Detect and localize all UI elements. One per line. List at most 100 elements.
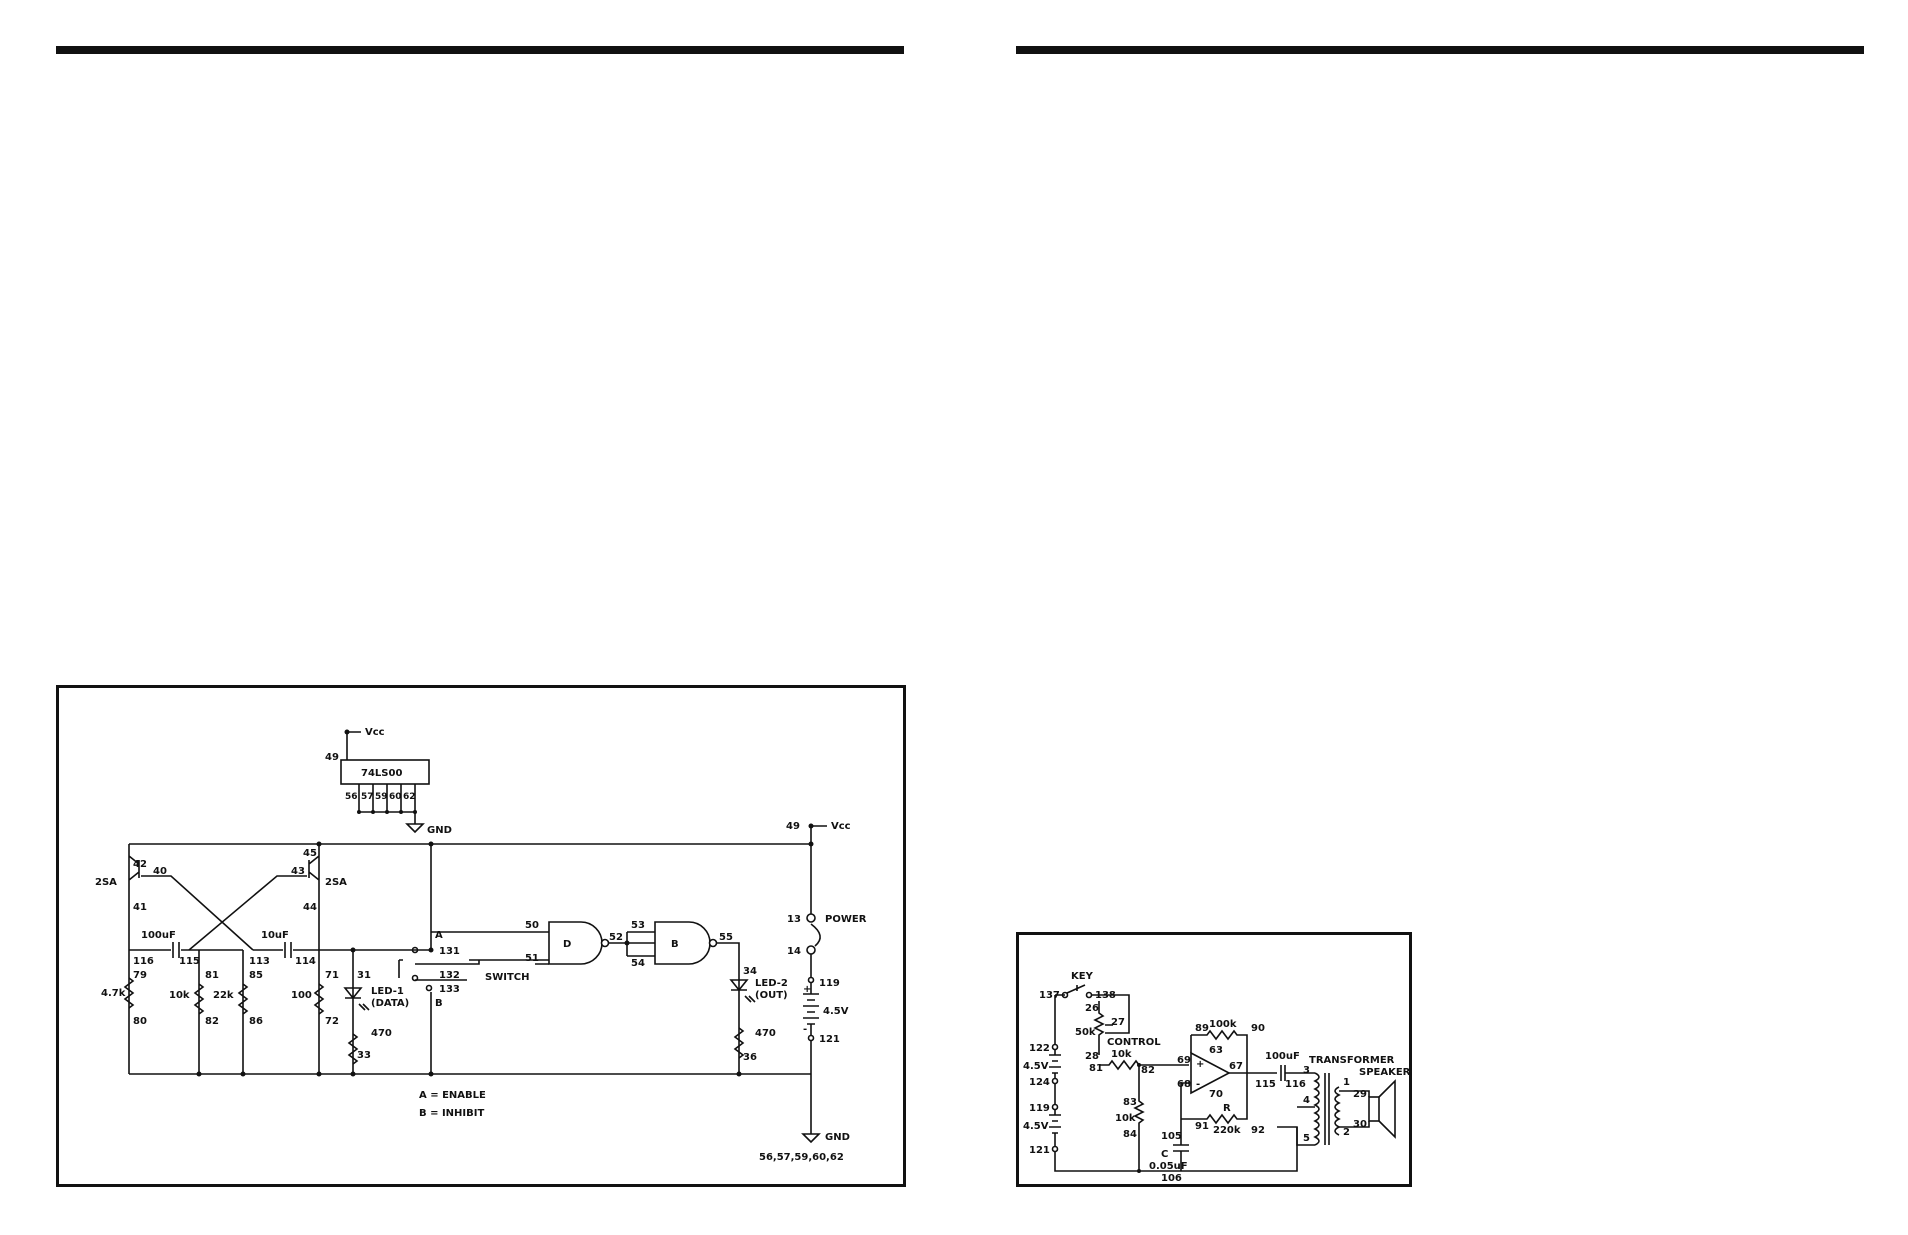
svg-text:57: 57 [361,792,374,802]
svg-text:133: 133 [439,984,460,995]
svg-text:10k: 10k [1111,1049,1132,1060]
svg-text:LED-1: LED-1 [371,986,404,997]
right-page-top-rule [1016,46,1864,54]
svg-text:TRANSFORMER: TRANSFORMER [1309,1055,1395,1066]
svg-text:131: 131 [439,946,460,957]
svg-text:B: B [435,998,443,1009]
svg-text:0.05uF: 0.05uF [1149,1161,1188,1172]
svg-text:(OUT): (OUT) [755,990,788,1001]
svg-text:92: 92 [1251,1125,1265,1136]
switch: 131 A 132 SWITCH 133 B [398,844,561,1077]
svg-text:71: 71 [325,970,339,981]
svg-text:34: 34 [743,966,757,977]
svg-text:(DATA): (DATA) [371,998,409,1009]
svg-text:KEY: KEY [1071,971,1094,982]
svg-text:115: 115 [1255,1079,1276,1090]
flip-flop-schematic: Vcc 49 74LS00 56 57 59 60 62 GND 49 Vcc … [95,727,867,1163]
svg-text:33: 33 [357,1050,371,1061]
nand-gate-b: B 53 54 55 [631,920,740,1074]
svg-text:100uF: 100uF [141,930,176,941]
svg-text:+: + [803,984,811,995]
capacitor-c: 105 C 0.05uF 106 [1149,1119,1189,1184]
flip-flop-schematic-frame: Vcc 49 74LS00 56 57 59 60 62 GND 49 Vcc … [56,685,906,1187]
power-switch: 13 POWER 14 [787,844,867,957]
svg-text:52: 52 [609,932,623,943]
svg-text:100k: 100k [1209,1019,1237,1030]
svg-text:56: 56 [345,792,358,802]
svg-text:124: 124 [1029,1077,1050,1088]
svg-text:100: 100 [291,990,312,1001]
transformer: TRANSFORMER 3 4 5 1 2 [1296,1055,1395,1146]
svg-text:-: - [1196,1079,1200,1090]
svg-text:+: + [1196,1059,1204,1070]
svg-text:122: 122 [1029,1043,1050,1054]
svg-text:4: 4 [1303,1095,1310,1106]
svg-text:26: 26 [1085,1003,1099,1014]
svg-text:44: 44 [303,902,317,913]
led-2: 34 LED-2 (OUT) 470 36 [729,966,788,1077]
svg-text:SWITCH: SWITCH [485,972,529,983]
svg-text:115: 115 [179,956,200,967]
svg-text:72: 72 [325,1016,339,1027]
op-amp: + - 69 68 63 67 70 [1177,1035,1247,1119]
svg-text:220k: 220k [1213,1125,1241,1136]
svg-text:84: 84 [1123,1129,1137,1140]
svg-text:55: 55 [719,932,733,943]
svg-text:106: 106 [1161,1173,1182,1184]
legend-inhibit: B = INHIBIT [419,1108,484,1119]
svg-text:113: 113 [249,956,270,967]
resistor-22k: 85 22k 86 [213,950,263,1077]
nand-gate-d: D 50 51 52 [431,920,655,965]
svg-text:60: 60 [389,792,402,802]
svg-text:83: 83 [1123,1097,1137,1108]
svg-text:10k: 10k [1115,1113,1136,1124]
svg-text:14: 14 [787,946,801,957]
resistor-4-7k: 79 4.7k 80 [101,970,147,1027]
ground-pins-label: 56,57,59,60,62 [759,1152,844,1163]
ic-74ls00: Vcc 49 74LS00 56 57 59 60 62 GND [325,727,452,836]
svg-text:43: 43 [291,866,305,877]
svg-text:31: 31 [357,970,371,981]
svg-text:89: 89 [1195,1023,1209,1034]
cap-10uf [284,942,292,958]
svg-text:81: 81 [205,970,219,981]
resistor-220k: R 91 220k 92 [1181,1073,1265,1136]
svg-text:116: 116 [133,956,154,967]
svg-text:59: 59 [375,792,388,802]
svg-text:22k: 22k [213,990,234,1001]
ic-vcc-label: Vcc [365,727,385,738]
svg-text:45: 45 [303,848,317,859]
led-1: 31 LED-1 (DATA) 470 33 [343,947,409,1077]
battery-stack: 122 4.5V 124 119 4.5V 121 [1023,994,1298,1172]
cap-100uf [172,942,180,958]
ic-name: 74LS00 [361,768,402,779]
svg-text:470: 470 [755,1028,776,1039]
svg-text:4.5V: 4.5V [1023,1121,1049,1132]
resistor-10k-ground: 83 10k 84 [1115,1065,1145,1173]
svg-text:10uF: 10uF [261,930,289,941]
legend-enable: A = ENABLE [419,1090,486,1101]
potentiometer: 26 27 50k CONTROL 28 [1075,1001,1161,1062]
svg-text:Vcc: Vcc [831,821,851,832]
svg-text:80: 80 [133,1016,147,1027]
svg-text:30: 30 [1353,1119,1367,1130]
svg-text:B: B [671,939,679,950]
cross-coupling [141,875,307,951]
svg-text:79: 79 [133,970,147,981]
svg-text:GND: GND [825,1132,850,1143]
svg-text:68: 68 [1177,1079,1191,1090]
svg-text:D: D [563,939,571,950]
svg-text:-: - [803,1024,807,1035]
transistor-left: 42 2SA 40 41 [95,844,167,1074]
svg-text:114: 114 [295,956,316,967]
svg-text:82: 82 [205,1016,219,1027]
svg-text:A: A [435,930,443,941]
left-page-top-rule [56,46,904,54]
svg-text:119: 119 [819,978,840,989]
resistor-100k: 100k 89 90 [1191,1019,1265,1073]
svg-text:41: 41 [133,902,147,913]
svg-text:100uF: 100uF [1265,1051,1300,1062]
svg-text:4.5V: 4.5V [1023,1061,1049,1072]
svg-text:POWER: POWER [825,914,867,925]
ground-symbol: GND 56,57,59,60,62 [759,1074,850,1163]
